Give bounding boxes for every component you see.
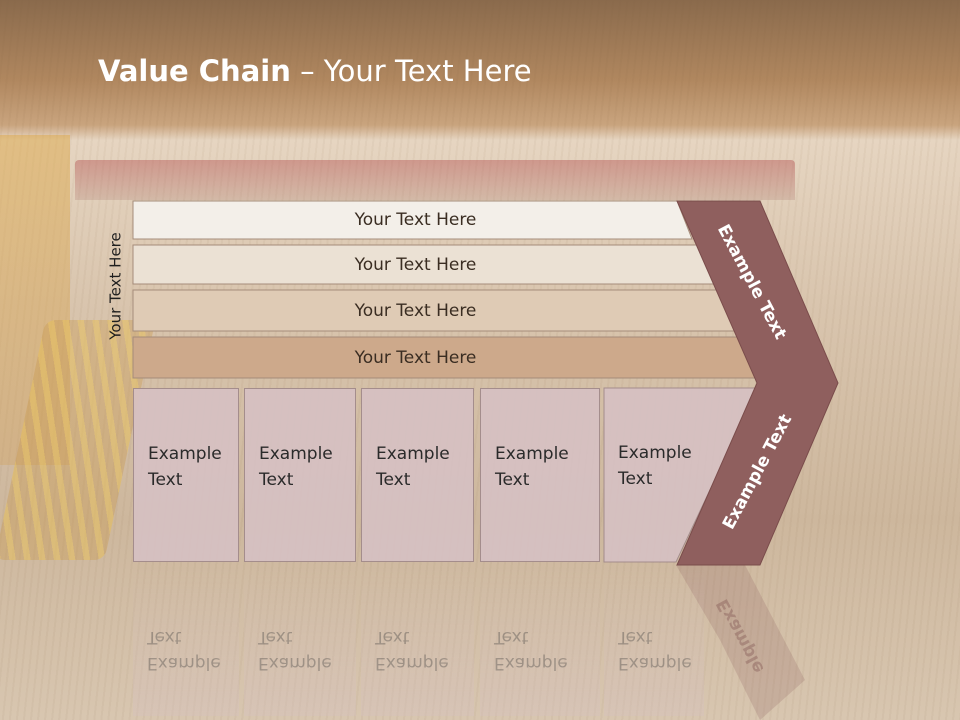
column-reflection-5: Example Text <box>604 566 704 716</box>
reflection-text: Example <box>618 653 692 673</box>
reflection-text: Text <box>375 627 410 647</box>
column-text: Text <box>376 470 411 490</box>
chevron-arrow[interactable] <box>676 200 839 566</box>
column-text: Example <box>259 444 333 464</box>
reflection-text: Example <box>375 653 449 673</box>
title-bold: Value Chain <box>98 54 291 88</box>
reflection-text: Example <box>147 653 221 673</box>
row-bar-4[interactable] <box>132 336 763 379</box>
column-box-5[interactable]: Example Text <box>604 388 704 562</box>
harvester-header-image <box>75 160 795 200</box>
column-text: Example <box>495 444 569 464</box>
column-box-5-shape <box>603 387 759 563</box>
reflection-text: Example <box>258 653 332 673</box>
column-text: Example <box>148 444 222 464</box>
row-bar-3[interactable] <box>132 289 739 332</box>
row-bar-2[interactable] <box>132 244 717 285</box>
column-text: Text <box>259 470 294 490</box>
reflection-text: Example <box>494 653 568 673</box>
column-text: Text <box>495 470 530 490</box>
column-box-3[interactable]: Example Text <box>361 388 474 562</box>
reflection-text: Text <box>147 627 182 647</box>
reflection-text: Text <box>494 627 529 647</box>
column-text: Text <box>148 470 183 490</box>
column-text: Example <box>618 443 692 463</box>
column-text: Text <box>618 469 653 489</box>
chevron-reflection <box>676 565 805 720</box>
slide-title[interactable]: Value Chain – Your Text Here <box>98 54 532 88</box>
column-reflection-2: Example Text <box>244 566 356 716</box>
column-reflection-1: Example Text <box>133 566 239 716</box>
column-reflection-4: Example Text <box>480 566 600 716</box>
column-box-4[interactable]: Example Text <box>480 388 600 562</box>
column-box-2[interactable]: Example Text <box>244 388 356 562</box>
reflection-text: Text <box>618 627 653 647</box>
row-bar-1[interactable] <box>132 200 693 240</box>
column-box-1[interactable]: Example Text <box>133 388 239 562</box>
column-text: Example <box>376 444 450 464</box>
reflection-text: Text <box>258 627 293 647</box>
title-rest: – Your Text Here <box>290 54 532 88</box>
column-reflection-3: Example Text <box>361 566 474 716</box>
